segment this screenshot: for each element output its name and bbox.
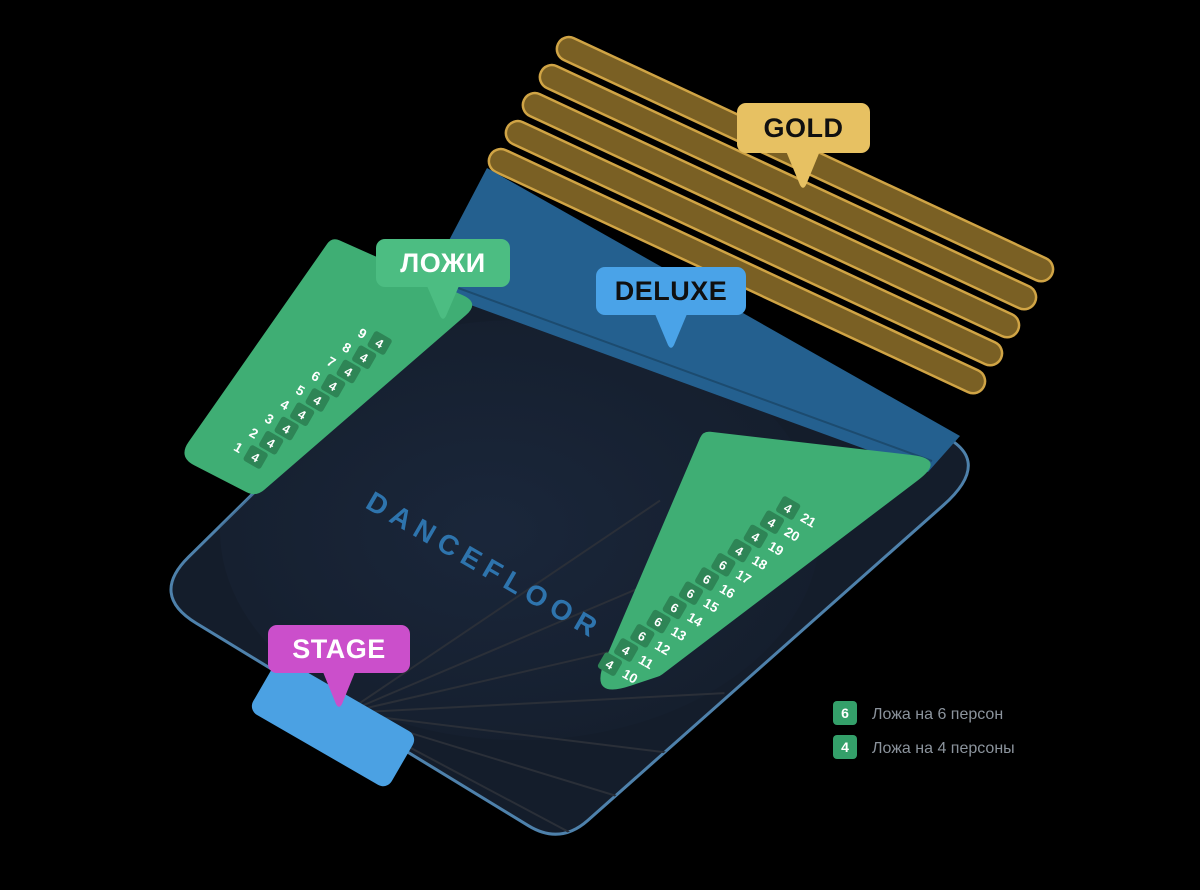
stage-callout-pointer [323,672,355,707]
box-row[interactable]: 616 [694,566,739,602]
stage-callout: STAGE [268,625,410,707]
capacity-badge [321,374,346,398]
capacity-badge [711,553,736,577]
gold-row-4[interactable] [502,117,1006,369]
box-number: 18 [749,553,770,574]
stage-callout-box [268,625,410,673]
box-number: 14 [685,609,706,630]
stage [251,659,415,787]
gold-callout-label: GOLD [764,113,844,143]
box-number: 12 [652,638,673,659]
boxes-callout: ЛОЖИ [376,239,510,319]
gold-row-3[interactable] [519,89,1023,341]
box-number: 10 [620,666,641,687]
legend-badge-4 [833,735,857,759]
deluxe-callout-pointer [655,314,687,348]
box-row[interactable]: 410 [597,651,642,687]
legend-label-4: Ложа на 4 персоны [872,740,1015,757]
box-number: 15 [701,595,722,616]
box-number: 19 [766,538,787,559]
deluxe-callout-box [596,267,746,315]
box-row[interactable]: 421 [775,495,820,531]
gold-callout-pointer [786,151,820,188]
legend-badge-6 [833,701,857,725]
capacity-badge [727,538,752,563]
box-row[interactable]: 615 [678,580,723,616]
box-row[interactable]: 420 [759,509,804,545]
capacity-badge [614,638,639,662]
box-row[interactable]: 418 [726,538,771,574]
box-number: 20 [782,524,803,545]
legend-badge-6-number: 6 [841,705,849,721]
box-number: 13 [668,624,689,645]
box-row[interactable]: 84 [339,338,377,370]
boxes-callout-box [376,239,510,287]
box-row[interactable]: 14 [231,437,269,469]
capacity-badge [352,345,377,369]
legend-item-6: 6 Ложа на 6 персон [833,701,1003,725]
box-row[interactable]: 617 [710,552,755,588]
capacity-badge [305,388,330,412]
capacity-badge [597,652,623,676]
deluxe-callout: DELUXE [596,267,746,348]
box-row[interactable]: 419 [743,524,788,560]
capacity-badge [776,496,801,520]
capacity-badge [743,524,768,549]
gold-row-2[interactable] [536,61,1040,313]
legend-label-6: Ложа на 6 персон [872,706,1003,723]
box-number: 21 [798,510,819,531]
capacity-badge [662,595,687,620]
gold-callout-box [737,103,870,153]
deluxe-section[interactable] [424,168,960,472]
stage-callout-label: STAGE [292,634,386,664]
legend-item-4: 4 Ложа на 4 персоны [833,735,1015,759]
box-row[interactable]: 614 [662,595,707,631]
capacity-badge [367,331,392,355]
capacity-badge [259,431,284,455]
deluxe-callout-label: DELUXE [615,276,728,306]
capacity-badge [336,359,361,384]
box-row[interactable]: 612 [629,623,674,659]
box-number: 17 [733,567,754,588]
capacity-badge [630,624,655,648]
box-row[interactable]: 613 [645,609,690,645]
box-number: 16 [717,581,738,602]
capacity-badge [290,402,315,426]
capacity-badge [759,510,785,534]
capacity-badge [678,581,704,605]
gold-callout: GOLD [737,103,870,188]
boxes-callout-label: ЛОЖИ [400,248,485,278]
capacity-badge [695,567,720,591]
capacity-badge [243,445,268,469]
boxes-callout-pointer [427,286,459,319]
capacity-badge [274,416,299,441]
legend-badge-4-number: 4 [841,739,849,755]
deluxe-rail-line [427,276,933,462]
capacity-badge [646,609,671,634]
legend: 6 Ложа на 6 персон 4 Ложа на 4 персоны [833,701,1015,759]
